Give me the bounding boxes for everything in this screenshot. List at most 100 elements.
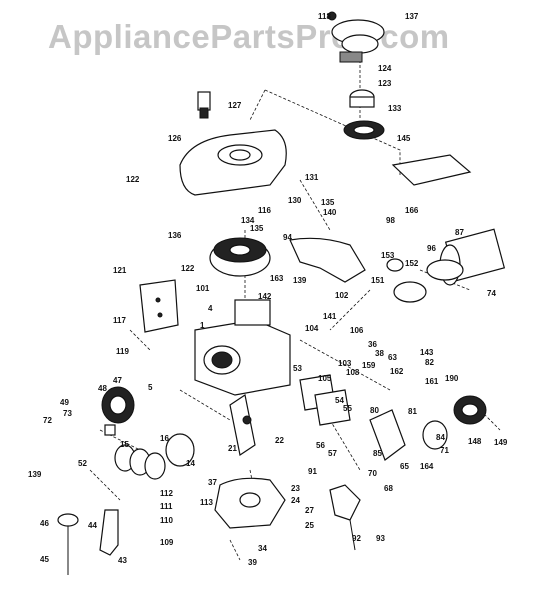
callout-68: 68 [384,484,393,493]
callout-labels: 118 137 124 123 133 145 127 126 122 131 … [28,12,508,567]
callout-143: 143 [420,348,434,357]
callout-57: 57 [328,449,337,458]
callout-131: 131 [305,173,319,182]
callout-24: 24 [291,496,300,505]
callout-94: 94 [283,233,292,242]
flywheel [209,237,271,277]
callout-73: 73 [63,409,72,418]
callout-135: 135 [321,198,335,207]
callout-47: 47 [113,376,122,385]
callout-38: 38 [375,349,384,358]
callout-104: 104 [305,324,319,333]
callout-133: 133 [388,104,402,113]
engine-block [194,299,291,396]
callout-101: 101 [196,284,210,293]
callout-130: 130 [288,196,302,205]
muffler-assembly [386,228,506,303]
callout-140: 140 [323,208,337,217]
callout-112: 112 [160,489,173,498]
callout-117: 117 [113,316,126,325]
piston-rings [114,433,195,480]
callout-151: 151 [371,276,385,285]
callout-82: 82 [425,358,434,367]
callout-81: 81 [408,407,417,416]
callout-122: 122 [126,175,140,184]
callout-92: 92 [352,534,361,543]
callout-111: 111 [160,502,173,511]
callout-123: 123 [378,79,392,88]
callout-56: 56 [316,441,325,450]
callout-5: 5 [148,383,153,392]
callout-91: 91 [308,467,317,476]
callout-106: 106 [350,326,364,335]
callout-25: 25 [305,521,314,530]
carburetor [214,477,286,529]
callout-162: 162 [390,367,404,376]
callout-93: 93 [376,534,385,543]
callout-55: 55 [343,404,352,413]
callout-1: 1 [200,321,205,330]
governor-linkage [329,484,361,551]
callout-108: 108 [346,368,360,377]
callout-124: 124 [378,64,392,73]
callout-152: 152 [405,259,419,268]
callout-52: 52 [78,459,87,468]
callout-126: 126 [168,134,182,143]
callout-74: 74 [487,289,496,298]
callout-45: 45 [40,555,49,564]
callout-164: 164 [420,462,434,471]
callout-34: 34 [258,544,267,553]
callout-136: 136 [168,231,182,240]
callout-159: 159 [362,361,376,370]
mounting-bracket [139,279,179,333]
primer-bulb [57,509,119,575]
crankshaft [229,394,256,456]
callout-80: 80 [370,406,379,415]
callout-71: 71 [440,446,449,455]
callout-116: 116 [258,206,271,215]
callout-21: 21 [228,444,237,453]
callout-4: 4 [208,304,213,313]
callout-39: 39 [248,558,257,567]
right-side-parts [299,374,487,461]
plate-166 [391,154,472,186]
callout-37: 37 [208,478,217,487]
callout-163: 163 [270,274,284,283]
callout-23: 23 [291,484,300,493]
callout-109: 109 [160,538,174,547]
callout-36: 36 [368,340,377,349]
callout-16: 16 [160,434,169,443]
callout-53: 53 [293,364,302,373]
callout-142: 142 [258,292,272,301]
callout-54: 54 [335,396,344,405]
callout-98: 98 [386,216,395,225]
callout-22: 22 [275,436,284,445]
callout-65: 65 [400,462,409,471]
callout-87: 87 [455,228,464,237]
callout-166: 166 [405,206,419,215]
callout-46: 46 [40,519,49,528]
callout-122b: 122 [181,264,195,273]
callout-119: 119 [116,347,129,356]
callout-105: 105 [318,374,332,383]
callout-85: 85 [373,449,382,458]
callout-44: 44 [88,521,97,530]
callout-102: 102 [335,291,349,300]
callout-43: 43 [118,556,127,565]
blower-housing [289,237,366,283]
callout-84: 84 [436,433,445,442]
callout-70: 70 [368,469,377,478]
callout-15: 15 [120,440,129,449]
ignition-module [101,386,135,436]
callout-161: 161 [425,377,439,386]
callout-118: 118 [318,12,331,21]
callout-148: 148 [468,437,482,446]
callout-137: 137 [405,12,419,21]
callout-134: 134 [241,216,255,225]
callout-190: 190 [445,374,459,383]
callout-139b: 139 [28,470,42,479]
callout-149: 149 [494,438,508,447]
callout-49: 49 [60,398,69,407]
callout-48: 48 [98,384,107,393]
